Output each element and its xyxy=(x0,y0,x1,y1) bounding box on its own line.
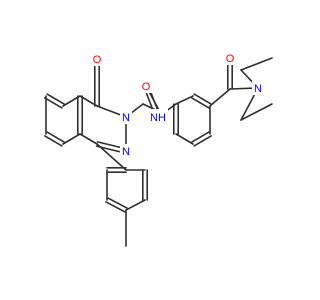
atom-label-o1: O xyxy=(93,54,102,66)
bond-18-b xyxy=(193,93,212,105)
bond-30 xyxy=(96,143,127,171)
bond-4-a xyxy=(44,135,63,147)
bond-21 xyxy=(175,133,194,145)
bond-18-a xyxy=(191,97,210,109)
bond-lines xyxy=(44,57,273,247)
bond-5 xyxy=(62,133,81,145)
bond-23 xyxy=(209,88,231,107)
bond-20-b xyxy=(193,135,212,147)
bond-4-b xyxy=(46,131,65,143)
atom-label-o6: O xyxy=(226,53,235,65)
atom-n3: N xyxy=(120,144,132,158)
atom-o6: O xyxy=(224,51,236,65)
bond-7 xyxy=(79,133,98,145)
atom-label-nh: NH xyxy=(150,112,166,124)
atom-o1: O xyxy=(91,52,103,66)
chemical-structure: O N N O NH O N xyxy=(44,51,273,247)
atom-n2: N xyxy=(120,110,132,124)
bond-17 xyxy=(175,95,194,105)
bond-35-b xyxy=(107,197,128,209)
atom-label-o4: O xyxy=(142,81,151,93)
bond-29 xyxy=(240,57,273,71)
atom-label-n3: N xyxy=(122,146,130,158)
atom-o4: O xyxy=(140,79,152,93)
atom-nh: NH xyxy=(148,109,168,125)
bond-35-a xyxy=(105,201,126,213)
bond-20-a xyxy=(191,131,210,143)
bond-27 xyxy=(240,103,273,121)
bond-2-a xyxy=(46,93,65,105)
atom-label-n2: N xyxy=(122,112,130,124)
bond-2-b xyxy=(44,97,63,109)
atom-label-n7: N xyxy=(254,83,262,95)
atom-n7: N xyxy=(252,81,264,95)
bond-36 xyxy=(125,199,146,211)
